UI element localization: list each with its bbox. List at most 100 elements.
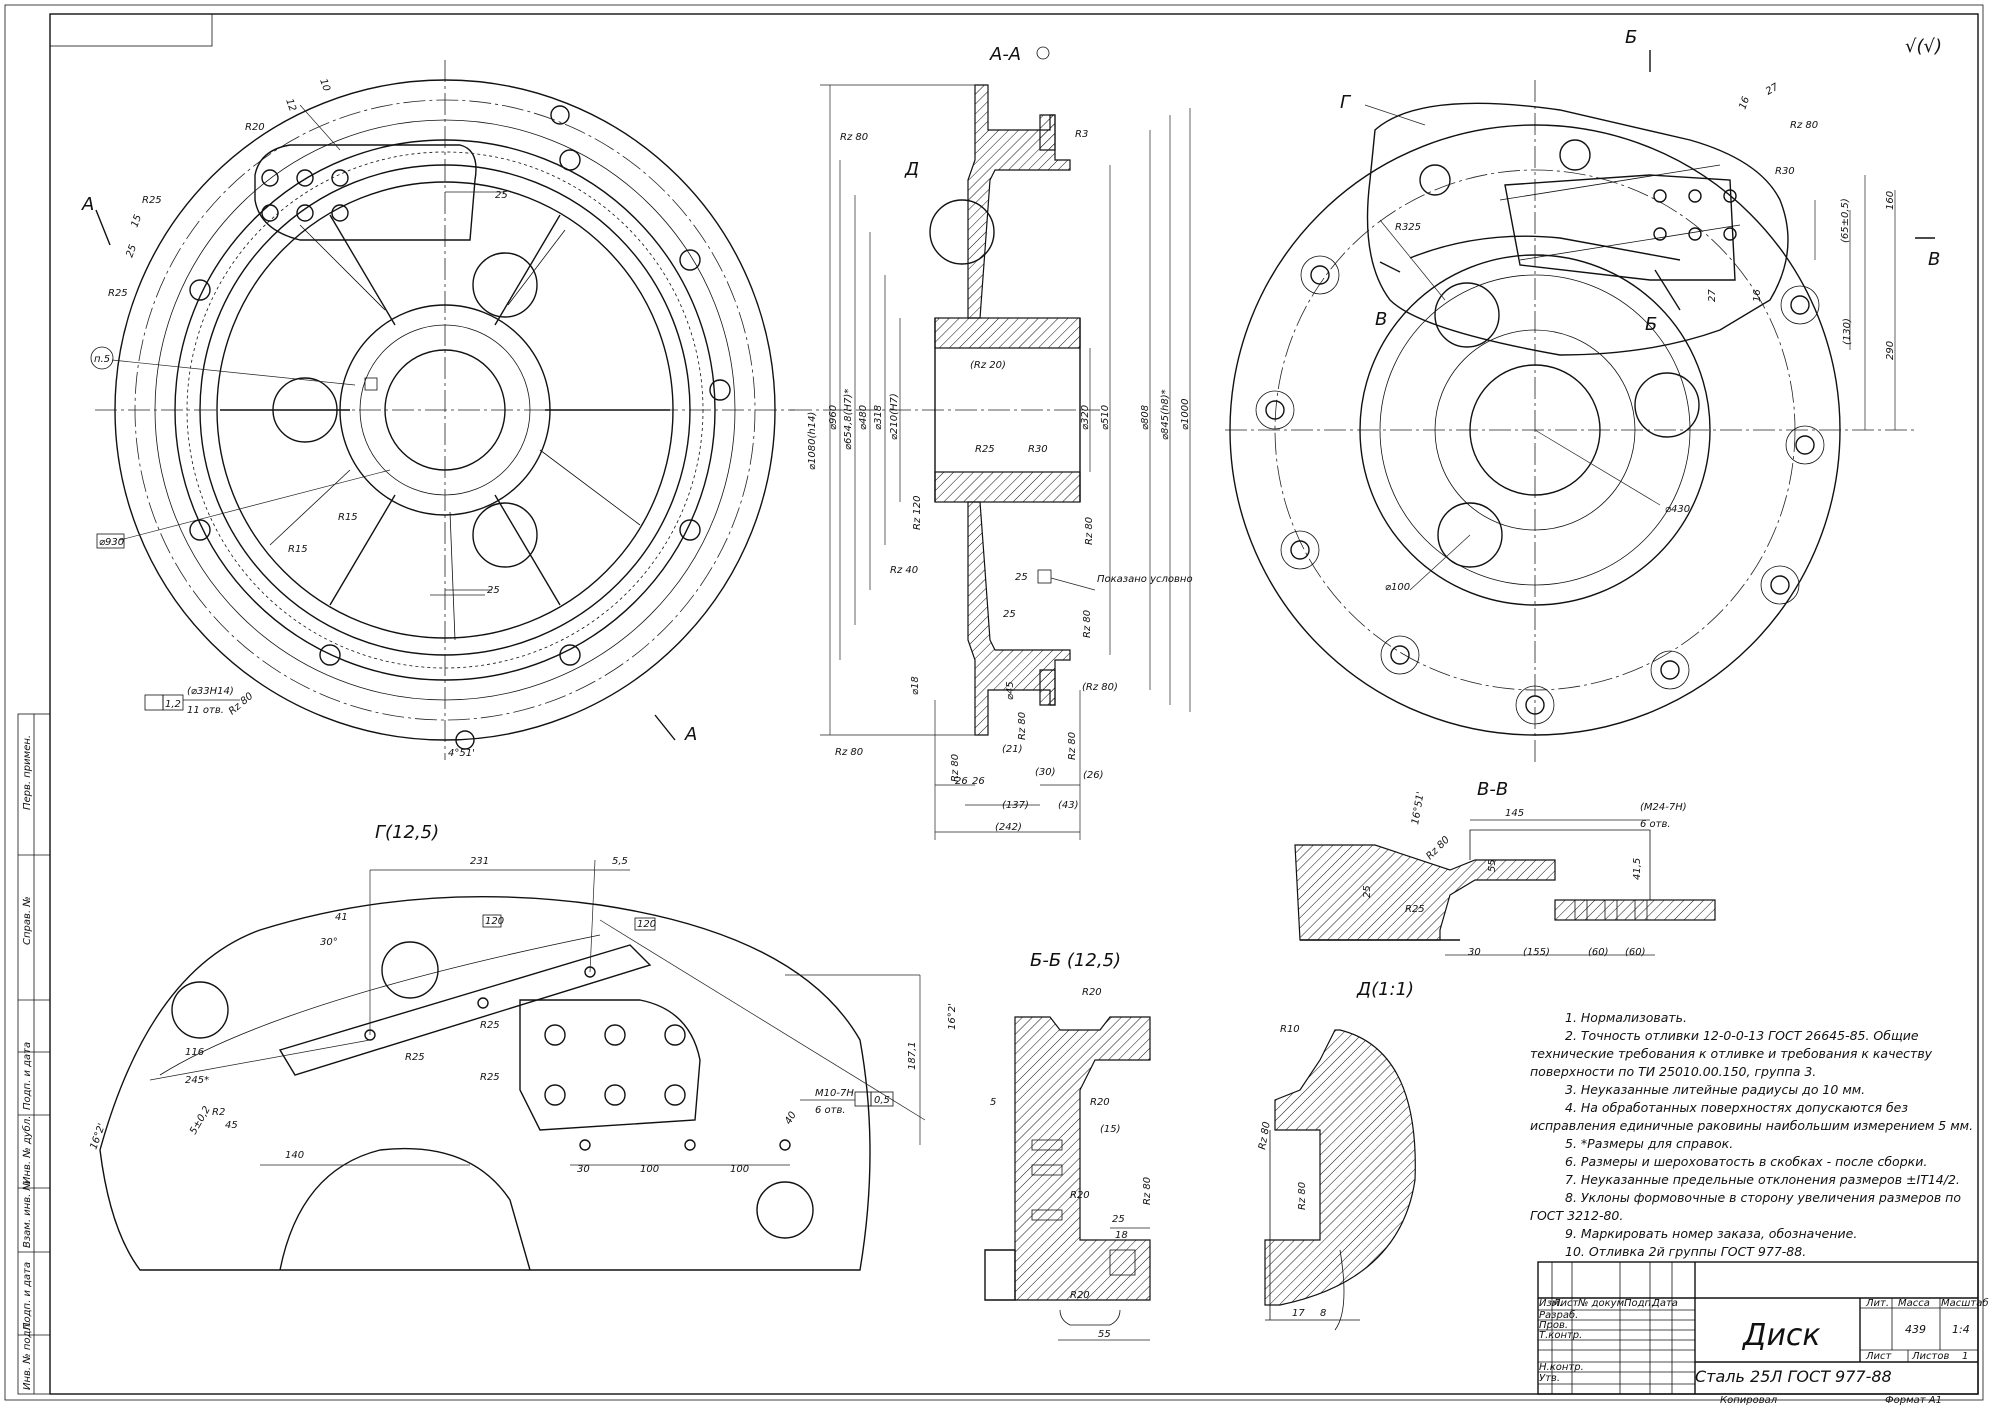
tb-lit: Лит. <box>1865 1298 1889 1309</box>
vv-d415: 41,5 <box>1632 858 1643 880</box>
note-10: 10. Отливка 2й группы ГОСТ 977-88. <box>1565 1244 1806 1259</box>
aa-rz20: (Rz 20) <box>970 360 1006 371</box>
aa-d808: ⌀808 <box>1140 405 1151 430</box>
vv-d60b: (60) <box>1625 947 1646 958</box>
tb-col-dokum: № докум. <box>1577 1298 1627 1309</box>
g-d16: 16°2' <box>88 1122 108 1151</box>
note-1: 1. Нормализовать. <box>1565 1010 1687 1025</box>
front-p5: п.5 <box>94 354 110 365</box>
section-bb <box>984 1016 1151 1341</box>
part-material: Сталь 25Л ГОСТ 977-88 <box>1695 1367 1892 1386</box>
front-d930: ⌀930 <box>99 537 124 548</box>
aa-d21: (21) <box>1002 744 1023 755</box>
vv-d155: (155) <box>1523 947 1550 958</box>
bb-d15: (15) <box>1100 1124 1121 1135</box>
note-9: 9. Маркировать номер заказа, обозначение… <box>1565 1226 1857 1241</box>
rv-d27a: 27 <box>1764 81 1781 97</box>
vv-r25: R25 <box>1405 904 1425 915</box>
aa-d18: ⌀18 <box>910 676 921 695</box>
note-7: 7. Неуказанные предельные отклонения раз… <box>1565 1172 1960 1187</box>
front-tolhole: (⌀33H14) <box>187 686 234 697</box>
marker-v1: В <box>1375 309 1387 330</box>
bb-d25: 25 <box>1112 1214 1125 1225</box>
g-d120a: 120 <box>485 916 504 927</box>
tb-mass-label: Масса <box>1898 1298 1930 1309</box>
aa-d43: (43) <box>1058 800 1079 811</box>
rv-d65: (65±0,5) <box>1840 198 1851 243</box>
aa-rz80f: (Rz 80) <box>1082 682 1118 693</box>
tb-row-razrab: Разраб. <box>1539 1309 1578 1321</box>
d-r10: R10 <box>1280 1024 1300 1035</box>
aa-d510: ⌀510 <box>1100 405 1111 430</box>
aa-d1080: ⌀1080(h14) <box>807 412 818 470</box>
front-d25b: 25 <box>487 585 500 596</box>
front-ang: 4°51' <box>448 748 475 759</box>
bb-d18: 18 <box>1115 1230 1128 1241</box>
front-d10: 10 <box>317 77 332 93</box>
bb-r20a: R20 <box>1082 987 1102 998</box>
bb-d55: 55 <box>1098 1329 1111 1340</box>
stamp-podp-1: Подп. и дата <box>22 1262 33 1330</box>
vv-d30: 30 <box>1468 947 1481 958</box>
g-tol: 0,5 <box>874 1095 890 1106</box>
bb-r20d: R20 <box>1070 1290 1090 1301</box>
view-aa-title: А-А <box>989 44 1021 65</box>
view-d-title: Д(1:1) <box>1356 979 1414 1000</box>
view-g-labels: Г(12,5) 231 5,5 120 120 41 30° R25 R25 R… <box>88 822 958 1175</box>
d-d17: 17 <box>1292 1308 1305 1319</box>
aa-rz80a: Rz 80 <box>840 132 868 143</box>
tb-format: Формат А1 <box>1885 1395 1942 1406</box>
aa-d26b: 26 <box>972 776 985 787</box>
vv-ang: 16°51' <box>1410 791 1427 826</box>
note-2b: технические требования к отливке и требо… <box>1530 1046 1933 1061</box>
rv-rz80: Rz 80 <box>1790 120 1818 131</box>
note-8a: 8. Уклоны формовочные в сторону увеличен… <box>1565 1190 1961 1205</box>
tb-sheet: Лист <box>1865 1351 1893 1362</box>
front-r15b: R15 <box>288 544 308 555</box>
title-block-labels: Диск Сталь 25Л ГОСТ 977-88 Лит. Масса Ма… <box>1539 1297 1989 1406</box>
aa-rz80g: Rz 80 <box>835 747 863 758</box>
vv-thread: (M24-7H) <box>1640 802 1687 813</box>
tb-sheets: Листов <box>1911 1351 1949 1362</box>
aa-rz80b: Rz 80 <box>1084 517 1095 545</box>
rv-d130: (130) <box>1842 318 1853 345</box>
aa-d26c: (26) <box>1083 770 1104 781</box>
stamp-inv-podl: Инв. № подл. <box>22 1321 33 1390</box>
g-holes: 6 отв. <box>815 1105 846 1116</box>
front-view <box>90 60 795 760</box>
aa-d845: ⌀845(h8)* <box>1160 389 1171 440</box>
aa-d26a: 26 <box>955 776 968 787</box>
g-r25b: R25 <box>405 1052 425 1063</box>
front-r25b: R25 <box>108 288 128 299</box>
aa-d210: ⌀210(H7) <box>889 393 900 440</box>
tb-row-tkontr: Т.контр. <box>1539 1330 1582 1341</box>
tb-row-utv: Утв. <box>1539 1373 1560 1384</box>
aa-shown: Показано условно <box>1097 574 1193 585</box>
aa-d1000: ⌀1000 <box>1180 399 1191 430</box>
tb-col-list: Лист <box>1552 1298 1580 1309</box>
rv-d100: ⌀100 <box>1385 582 1410 593</box>
aa-d242: (242) <box>995 822 1022 833</box>
right-view <box>1225 50 1935 765</box>
g-d116: 116 <box>185 1047 204 1058</box>
aa-d45: ⌀45 <box>1005 681 1016 700</box>
aa-rz40: Rz 40 <box>890 565 918 576</box>
vv-d145: 145 <box>1505 808 1524 819</box>
front-r20: R20 <box>245 122 265 133</box>
front-tol: 1,2 <box>165 699 181 710</box>
marker-b2: Б <box>1645 314 1657 335</box>
front-d25c: 25 <box>124 243 139 259</box>
aa-rz80e: Rz 80 <box>1017 712 1028 740</box>
d-rz80b: Rz 80 <box>1297 1182 1308 1210</box>
stamp-podp-2: Подп. и дата <box>22 1042 33 1110</box>
d-rz80a: Rz 80 <box>1257 1121 1273 1151</box>
front-r25a: R25 <box>142 195 162 206</box>
aa-r3: R3 <box>1075 129 1088 140</box>
aa-rz80c: Rz 80 <box>1082 610 1093 638</box>
aa-rz120: Rz 120 <box>912 496 923 530</box>
marker-a1: А <box>81 194 94 215</box>
d-d8: 8 <box>1320 1308 1326 1319</box>
marker-a2: А <box>684 724 697 745</box>
g-d45: 45 <box>225 1120 238 1131</box>
tb-row-prov: Пров. <box>1539 1320 1568 1331</box>
